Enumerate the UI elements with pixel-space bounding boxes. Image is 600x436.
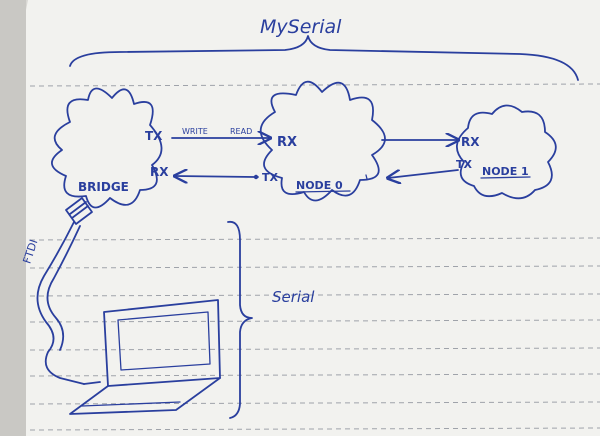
myserial-title: MySerial [260,16,342,38]
page-shadow [0,0,26,436]
serial-brace [227,220,253,419]
node0-underline [295,190,351,193]
node0-label: NODE 0 [296,179,343,192]
read-label: READ [230,127,252,136]
laptop-keyboard-edge [81,401,181,407]
node0-shape [259,80,386,202]
node1-underline [480,176,531,179]
node1-label: NODE 1 [482,165,529,178]
node1-tx-label: TX [456,158,473,171]
write-label: WRITE [182,127,208,136]
bridge-tx-label: TX [145,129,163,143]
bridge-shape [51,87,163,209]
node0-tx-to-bridge-rx-arrow [175,176,259,177]
bridge-label: BRIDGE [78,180,129,194]
laptop-screen-inner [117,311,211,371]
ftdi-cable-loop [46,225,81,351]
node1-rx-label: RX [461,135,480,149]
serial-label: Serial [272,288,315,306]
node1-to-node0-arrow [388,169,459,178]
node1-shape [456,104,557,200]
laptop-port [83,381,101,385]
node0-tick [365,174,368,180]
ftdi-cable [36,221,85,385]
myserial-brace [69,35,579,81]
node0-tx-label: TX [262,171,279,184]
node0-rx-label: RX [277,135,297,150]
laptop-base [69,377,221,415]
node0-tx-dot [253,174,259,180]
bridge-rx-label: RX [150,165,169,179]
usb-plug [65,197,93,225]
